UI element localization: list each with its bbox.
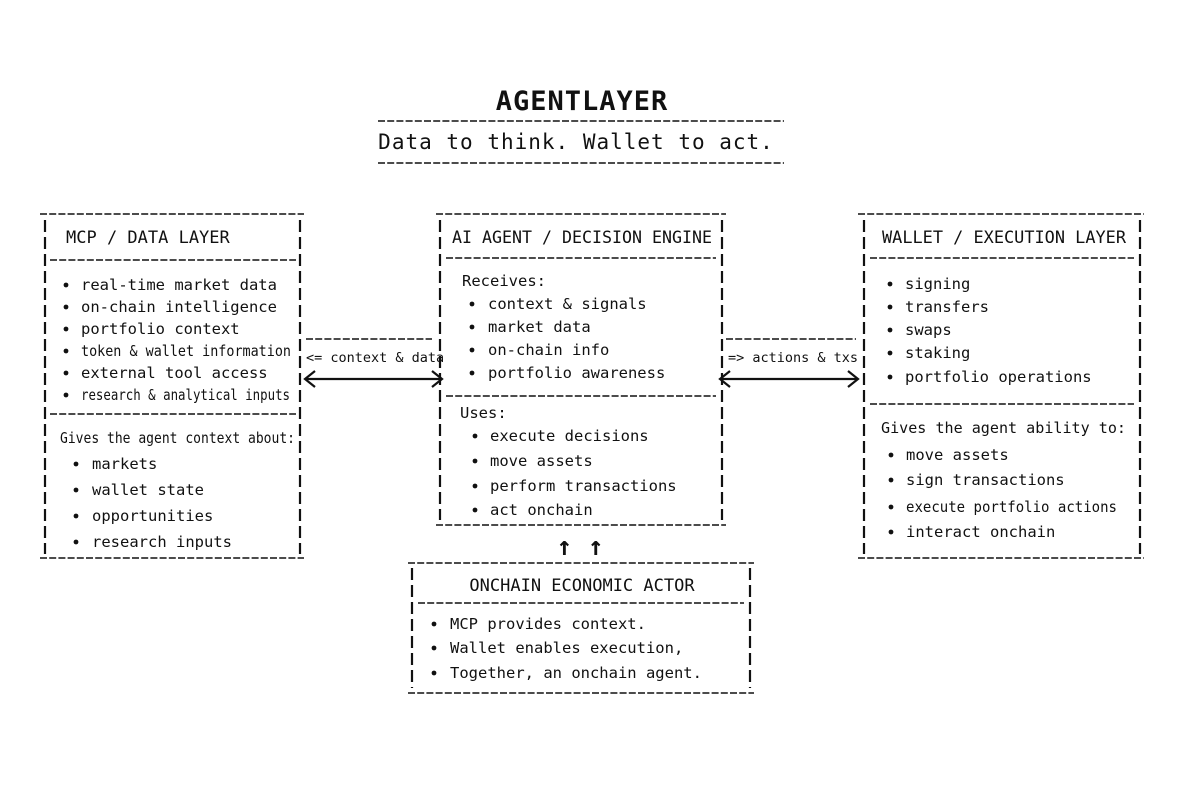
bullet-icon <box>469 347 475 353</box>
wallet-items-list: signing transfers swaps staking portfoli… <box>887 275 1092 386</box>
uses-heading: Uses: <box>460 404 507 422</box>
bullet-icon <box>73 513 79 519</box>
receives-heading: Receives: <box>462 272 546 290</box>
mcp-context-heading: Gives the agent context about: <box>60 429 295 447</box>
receives-item: context & signals <box>488 295 647 313</box>
right-connector: => actions & txs <box>718 338 860 388</box>
mcp-context-list: markets wallet state opportunities resea… <box>73 455 232 551</box>
ability-item: execute portfolio actions <box>906 498 1117 516</box>
ai-agent-box: AI AGENT / DECISION ENGINE Receives: con… <box>436 213 726 526</box>
uses-item: perform transactions <box>490 477 677 495</box>
arrow-head-right-icon <box>847 370 860 388</box>
bullet-icon <box>63 370 69 376</box>
arrow-head-right-icon <box>431 370 444 388</box>
diagram-title: AGENTLAYER <box>496 86 669 117</box>
bullet-icon <box>63 392 69 398</box>
bullet-icon <box>472 433 478 439</box>
wallet-item: transfers <box>905 298 989 316</box>
bullet-icon <box>469 324 475 330</box>
bullet-icon <box>431 645 437 651</box>
actor-item: MCP provides context. <box>450 615 646 633</box>
bullet-icon <box>472 507 478 513</box>
bullet-icon <box>73 539 79 545</box>
uses-item: move assets <box>490 452 593 470</box>
bullet-icon <box>887 350 893 356</box>
bullet-icon <box>888 452 894 458</box>
bullet-icon <box>73 461 79 467</box>
bullet-icon <box>63 282 69 288</box>
bullet-icon <box>63 304 69 310</box>
mcp-item: research & analytical inputs <box>81 386 290 404</box>
wallet-ability-heading: Gives the agent ability to: <box>881 419 1126 437</box>
bullet-icon <box>887 374 893 380</box>
bullet-icon <box>469 301 475 307</box>
bullet-icon <box>888 529 894 535</box>
receives-list: context & signals market data on-chain i… <box>469 295 665 382</box>
receives-item: on-chain info <box>488 341 609 359</box>
uses-item: act onchain <box>490 501 593 519</box>
bullet-icon <box>431 621 437 627</box>
receives-item: portfolio awareness <box>488 364 665 382</box>
onchain-actor-box: ONCHAIN ECONOMIC ACTOR MCP provides cont… <box>408 562 754 694</box>
arrow-head-left-icon <box>718 370 731 388</box>
bullet-icon <box>469 370 475 376</box>
bullet-icon <box>472 458 478 464</box>
bullet-icon <box>887 281 893 287</box>
actor-items-list: MCP provides context. Wallet enables exe… <box>431 615 702 682</box>
right-connector-label: => actions & txs <box>728 350 858 366</box>
left-connector: <= context & data <box>303 338 444 388</box>
ability-item: interact onchain <box>906 523 1055 541</box>
bullet-icon <box>887 327 893 333</box>
actor-item: Together, an onchain agent. <box>450 664 702 682</box>
mcp-item: real-time market data <box>81 276 277 294</box>
up-arrows-icon: ↑ ↑ <box>557 532 604 562</box>
bullet-icon <box>887 304 893 310</box>
wallet-execution-box: WALLET / EXECUTION LAYER signing transfe… <box>858 213 1144 559</box>
actor-item: Wallet enables execution, <box>450 639 683 657</box>
bullet-icon <box>472 483 478 489</box>
ability-item: move assets <box>906 446 1009 464</box>
context-item: wallet state <box>92 481 204 499</box>
uses-item: execute decisions <box>490 427 649 445</box>
tagline: Data to think. Wallet to act. <box>378 130 774 154</box>
wallet-box-title: WALLET / EXECUTION LAYER <box>882 228 1127 248</box>
bullet-icon <box>888 477 894 483</box>
context-item: research inputs <box>92 533 232 551</box>
bullet-icon <box>73 487 79 493</box>
wallet-item: swaps <box>905 321 952 339</box>
mcp-item: external tool access <box>81 364 268 382</box>
bullet-icon <box>888 504 894 510</box>
agent-box-title: AI AGENT / DECISION ENGINE <box>452 228 712 248</box>
receives-item: market data <box>488 318 591 336</box>
actor-box-title: ONCHAIN ECONOMIC ACTOR <box>469 576 695 596</box>
bullet-icon <box>63 348 69 354</box>
arrow-head-left-icon <box>303 370 316 388</box>
uses-list: execute decisions move assets perform tr… <box>472 427 677 519</box>
ability-item: sign transactions <box>906 471 1065 489</box>
header: AGENTLAYER Data to think. Wallet to act. <box>378 86 784 164</box>
mcp-item: on-chain intelligence <box>81 298 277 316</box>
mcp-item: portfolio context <box>81 320 240 338</box>
bullet-icon <box>63 326 69 332</box>
mcp-data-layer-box: MCP / DATA LAYER real-time market data o… <box>40 213 304 559</box>
wallet-item: signing <box>905 275 970 293</box>
wallet-item: staking <box>905 344 970 362</box>
mcp-items-list: real-time market data on-chain intellige… <box>63 276 291 404</box>
context-item: opportunities <box>92 507 213 525</box>
wallet-ability-list: move assets sign transactions execute po… <box>888 446 1117 541</box>
wallet-item: portfolio operations <box>905 368 1092 386</box>
left-connector-label: <= context & data <box>306 350 444 366</box>
mcp-box-title: MCP / DATA LAYER <box>66 228 231 248</box>
context-item: markets <box>92 455 157 473</box>
bullet-icon <box>431 670 437 676</box>
mcp-item: token & wallet information <box>81 342 291 360</box>
